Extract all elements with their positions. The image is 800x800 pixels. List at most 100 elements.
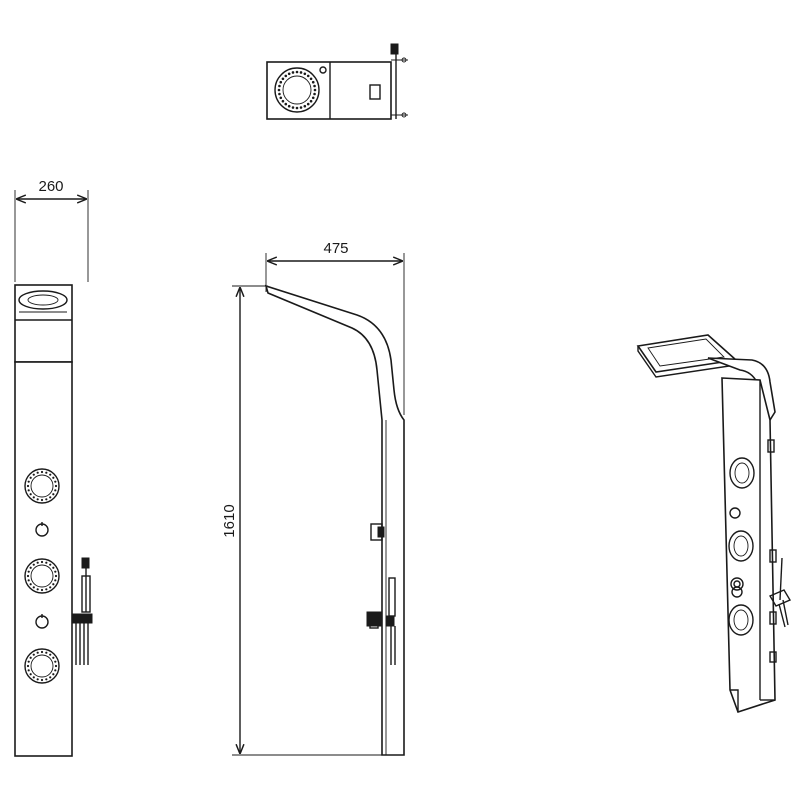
nozzle-dot: [36, 561, 39, 564]
nozzle-dot: [40, 678, 44, 682]
nozzle-dot: [32, 653, 35, 656]
nozzle-dot: [49, 653, 52, 656]
body-jet-3-icon: [24, 648, 60, 684]
nozzle-ring: [277, 70, 317, 110]
nozzle-dot: [32, 676, 35, 679]
nozzle-dot: [313, 88, 317, 92]
nozzle-dot: [281, 77, 285, 81]
nozzle-dot: [36, 471, 39, 474]
nozzle-dot: [54, 480, 57, 483]
nozzle-dot: [40, 560, 44, 564]
nozzle-dot: [32, 586, 35, 589]
nozzle-dot: [27, 489, 30, 492]
nozzle-dot: [287, 72, 291, 76]
nozzle-dot: [40, 470, 44, 474]
rain-head-top-icon: [274, 67, 320, 113]
nozzle-dot: [281, 99, 285, 103]
nozzle-dot: [306, 74, 310, 78]
nozzle-dot: [54, 570, 57, 573]
nozzle-dot: [287, 104, 291, 108]
nozzle-dot: [45, 588, 48, 591]
nozzle-dot: [299, 106, 303, 109]
nozzle-dot: [277, 88, 281, 92]
nozzle-dot: [52, 476, 55, 479]
nozzle-dot: [29, 566, 32, 569]
nozzle-dot: [299, 71, 303, 74]
nozzle-dot: [54, 579, 57, 582]
nozzle-dot: [36, 678, 39, 681]
nozzle-dot: [40, 498, 44, 502]
nozzle-dot: [295, 106, 299, 110]
front-view: 260: [14, 178, 93, 757]
nozzle-dot: [52, 656, 55, 659]
nozzle-dot: [54, 574, 58, 578]
nozzle-dot: [54, 664, 58, 668]
hand-shower-icon: [71, 557, 93, 665]
nozzle-dot: [278, 84, 281, 88]
nozzle-dot: [27, 480, 30, 483]
nozzle-dot: [36, 651, 39, 654]
nozzle-dot: [29, 476, 32, 479]
body-jet-2-icon: [24, 558, 60, 594]
nozzle-dot: [291, 106, 295, 109]
nozzle-dot: [306, 102, 310, 106]
nozzle-dot: [26, 574, 30, 578]
width-dimension-label: 260: [38, 178, 63, 195]
height-dimension-label: 1610: [221, 504, 238, 537]
nozzle-dot: [52, 583, 55, 586]
nozzle-dot: [45, 678, 48, 681]
body-jet-1-icon: [24, 468, 60, 504]
nozzle-dot: [32, 563, 35, 566]
nozzle-dot: [49, 473, 52, 476]
nozzle-dot: [45, 498, 48, 501]
nozzle-dot: [36, 588, 39, 591]
nozzle-dot: [54, 489, 57, 492]
nozzle-dot: [311, 80, 315, 84]
nozzle-dot: [27, 579, 30, 582]
nozzle-dot: [32, 496, 35, 499]
nozzle-dot: [309, 99, 313, 103]
nozzle-dot: [54, 660, 57, 663]
nozzle-dot: [29, 673, 32, 676]
perspective-head-tray: [636, 334, 738, 373]
rain-shower-icon: [18, 290, 68, 310]
nozzle-dot: [279, 80, 283, 84]
nozzle-dot: [52, 493, 55, 496]
nozzle-dot: [303, 72, 307, 76]
nozzle-dot: [54, 484, 58, 488]
perspective-hand-shower-icon: [768, 557, 792, 628]
nozzle-dot: [27, 669, 30, 672]
nozzle-dot: [49, 586, 52, 589]
nozzle-dot: [311, 96, 315, 100]
nozzle-dot: [49, 676, 52, 679]
side-view: 475 1610: [221, 240, 405, 756]
front-head-box: [14, 284, 73, 363]
nozzle-dot: [52, 566, 55, 569]
nozzle-dot: [279, 96, 283, 100]
nozzle-dot: [45, 561, 48, 564]
perspective-jet-1-icon: [729, 457, 755, 489]
top-view: [266, 43, 408, 120]
nozzle-dot: [27, 570, 30, 573]
depth-dimension-label: 475: [323, 240, 348, 257]
nozzle-dot: [278, 92, 281, 96]
nozzle-dot: [313, 92, 316, 96]
nozzle-dot: [295, 70, 299, 74]
nozzle-dot: [54, 669, 57, 672]
perspective-view: [636, 334, 792, 713]
perspective-knob-2-icon: [730, 577, 744, 591]
side-profile: [264, 284, 405, 756]
nozzle-dot: [36, 498, 39, 501]
nozzle-dot: [49, 563, 52, 566]
nozzle-dot: [40, 650, 44, 654]
nozzle-dot: [309, 77, 313, 81]
nozzle-dot: [284, 74, 288, 78]
perspective-jet-3-icon: [728, 604, 754, 636]
nozzle-dot: [26, 484, 30, 488]
nozzle-dot: [29, 583, 32, 586]
nozzle-dot: [313, 84, 316, 88]
nozzle-dot: [32, 473, 35, 476]
nozzle-dot: [40, 588, 44, 592]
